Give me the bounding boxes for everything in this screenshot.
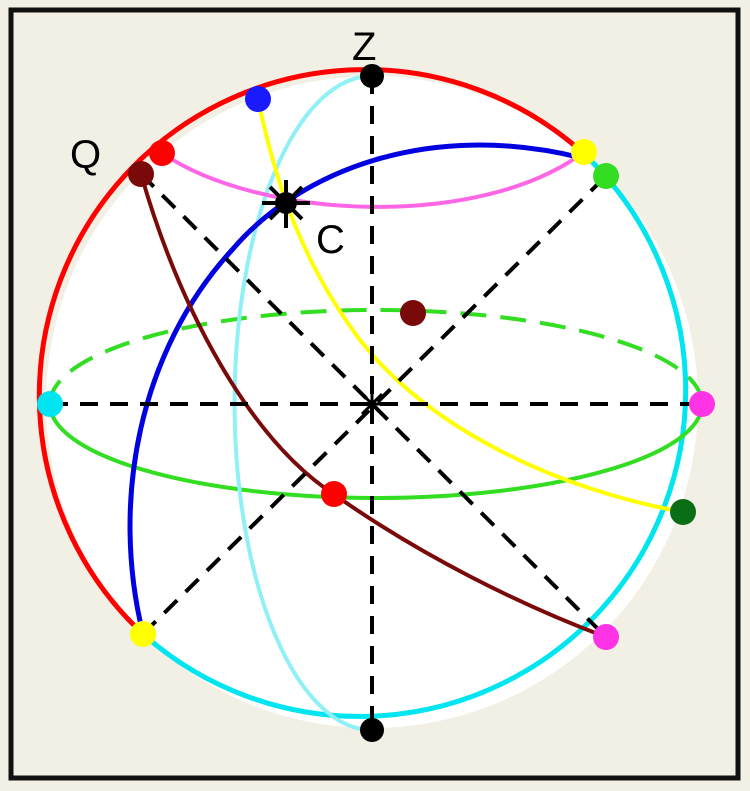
- c-label: C: [316, 218, 345, 262]
- sphere-outline-cyan: [141, 150, 689, 719]
- frame: [8, 7, 741, 781]
- blue-arc: [127, 142, 583, 635]
- sphere-outline-red: [36, 67, 584, 636]
- yellow-point-bottom: [130, 621, 156, 647]
- equator-back: [48, 308, 704, 405]
- south-pole-point: [360, 718, 384, 742]
- q-label: Q: [70, 133, 101, 177]
- magenta-point-bottom: [593, 624, 619, 650]
- z-axis-label: Z: [352, 25, 376, 69]
- yellow-arc: [256, 98, 684, 514]
- equator-front: [48, 403, 704, 500]
- yellow-point-top: [571, 139, 597, 165]
- red-point-top: [149, 140, 175, 166]
- red-point-center: [321, 481, 347, 507]
- blue-point: [245, 86, 271, 112]
- magenta-point-right: [689, 391, 715, 417]
- points-layer: [37, 64, 715, 742]
- diagonal-axis-2: [139, 172, 608, 639]
- diagonal-axis-1: [141, 174, 608, 636]
- axes: [50, 76, 702, 730]
- green-point-top: [593, 163, 619, 189]
- cyan-point-left: [37, 391, 63, 417]
- q-point: [128, 161, 154, 187]
- c-point: [275, 192, 297, 214]
- origin-star: [358, 390, 386, 418]
- dark-green-point: [670, 499, 696, 525]
- north-pole-point: [360, 64, 384, 88]
- brown-point-center: [400, 300, 426, 326]
